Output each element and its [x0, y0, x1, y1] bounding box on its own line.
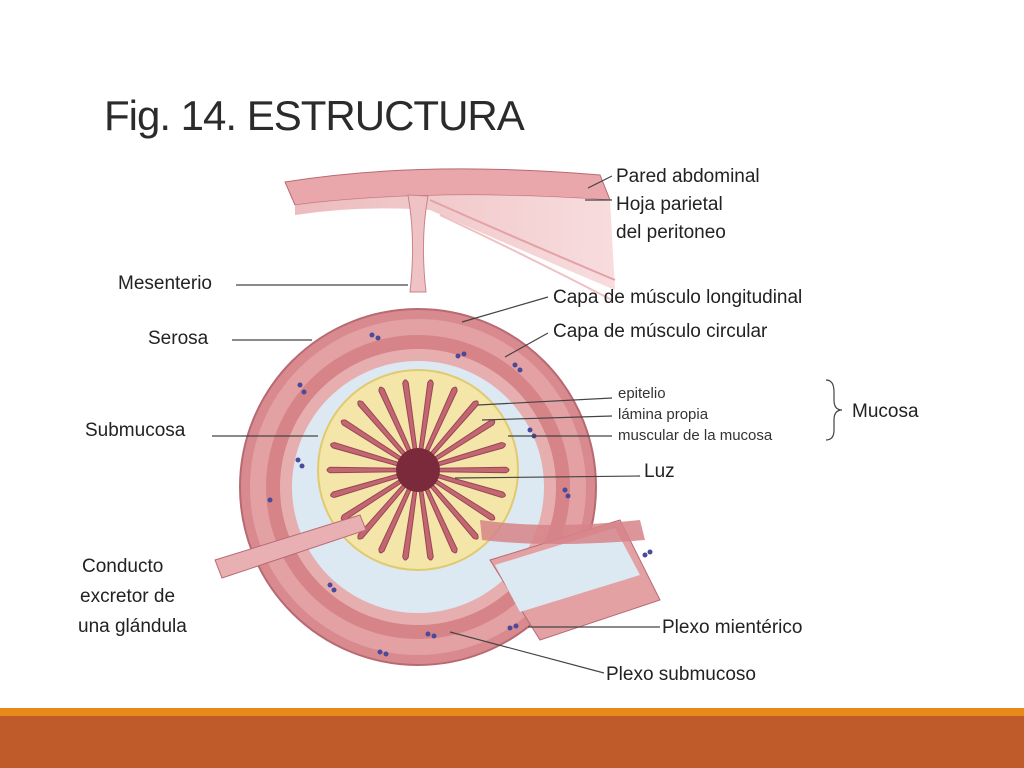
label-hoja-parietal: Hoja parietal [616, 194, 723, 215]
villus-fold [402, 488, 418, 561]
label-serosa: Serosa [148, 328, 209, 349]
villus-fold [435, 442, 506, 467]
label-conducto: Conducto [82, 556, 163, 577]
label-submucosa: Submucosa [85, 420, 186, 441]
labels: Pared abdominal Hoja parietal del perito… [78, 166, 919, 685]
label-pared-abdominal: Pared abdominal [616, 166, 760, 187]
cutaway-section [480, 519, 661, 641]
villus-fold [437, 466, 510, 474]
footer-band [0, 716, 1024, 768]
label-luz: Luz [644, 461, 675, 482]
villus-fold [330, 473, 401, 498]
slide-title: Fig. 14. ESTRUCTURA [104, 92, 525, 139]
villus-fold [423, 386, 458, 454]
label-excretor-de: excretor de [80, 586, 175, 607]
villus-fold [330, 442, 401, 467]
villus-fold [326, 466, 399, 474]
nerve-plexus-dots [267, 332, 653, 657]
label-muscular-mucosa: muscular de la mucosa [618, 427, 773, 444]
villus-fold [357, 400, 408, 457]
label-del-peritoneo: del peritoneo [616, 222, 726, 243]
mucosa-folds [326, 379, 510, 561]
villus-fold [423, 486, 458, 554]
lumen [396, 448, 440, 492]
leader-lines [212, 175, 843, 674]
villus-fold [378, 386, 413, 454]
villus-fold [357, 483, 408, 540]
label-lamina-propia: lámina propia [618, 406, 709, 423]
label-una-glandula: una glándula [78, 616, 187, 637]
villus-fold [428, 483, 479, 540]
label-capa-longitudinal: Capa de músculo longitudinal [553, 287, 802, 308]
villus-fold [433, 478, 496, 521]
label-mesenterio: Mesenterio [118, 273, 212, 294]
villus-fold [418, 379, 434, 452]
villus-fold [378, 486, 413, 554]
abdominal-wall [284, 168, 616, 301]
villus-fold [340, 419, 403, 462]
label-plexo-submucoso: Plexo submucoso [606, 664, 756, 685]
label-capa-circular: Capa de músculo circular [553, 321, 768, 342]
villus-fold [418, 488, 434, 561]
mesentery [407, 194, 429, 293]
gland-duct [214, 514, 367, 579]
villus-fold [428, 400, 479, 457]
villus-fold [435, 473, 506, 498]
villus-fold [402, 379, 418, 452]
label-epitelio: epitelio [618, 385, 666, 402]
label-plexo-mienterico: Plexo mientérico [662, 617, 802, 638]
label-mucosa: Mucosa [852, 401, 919, 422]
footer-accent-line [0, 708, 1024, 716]
